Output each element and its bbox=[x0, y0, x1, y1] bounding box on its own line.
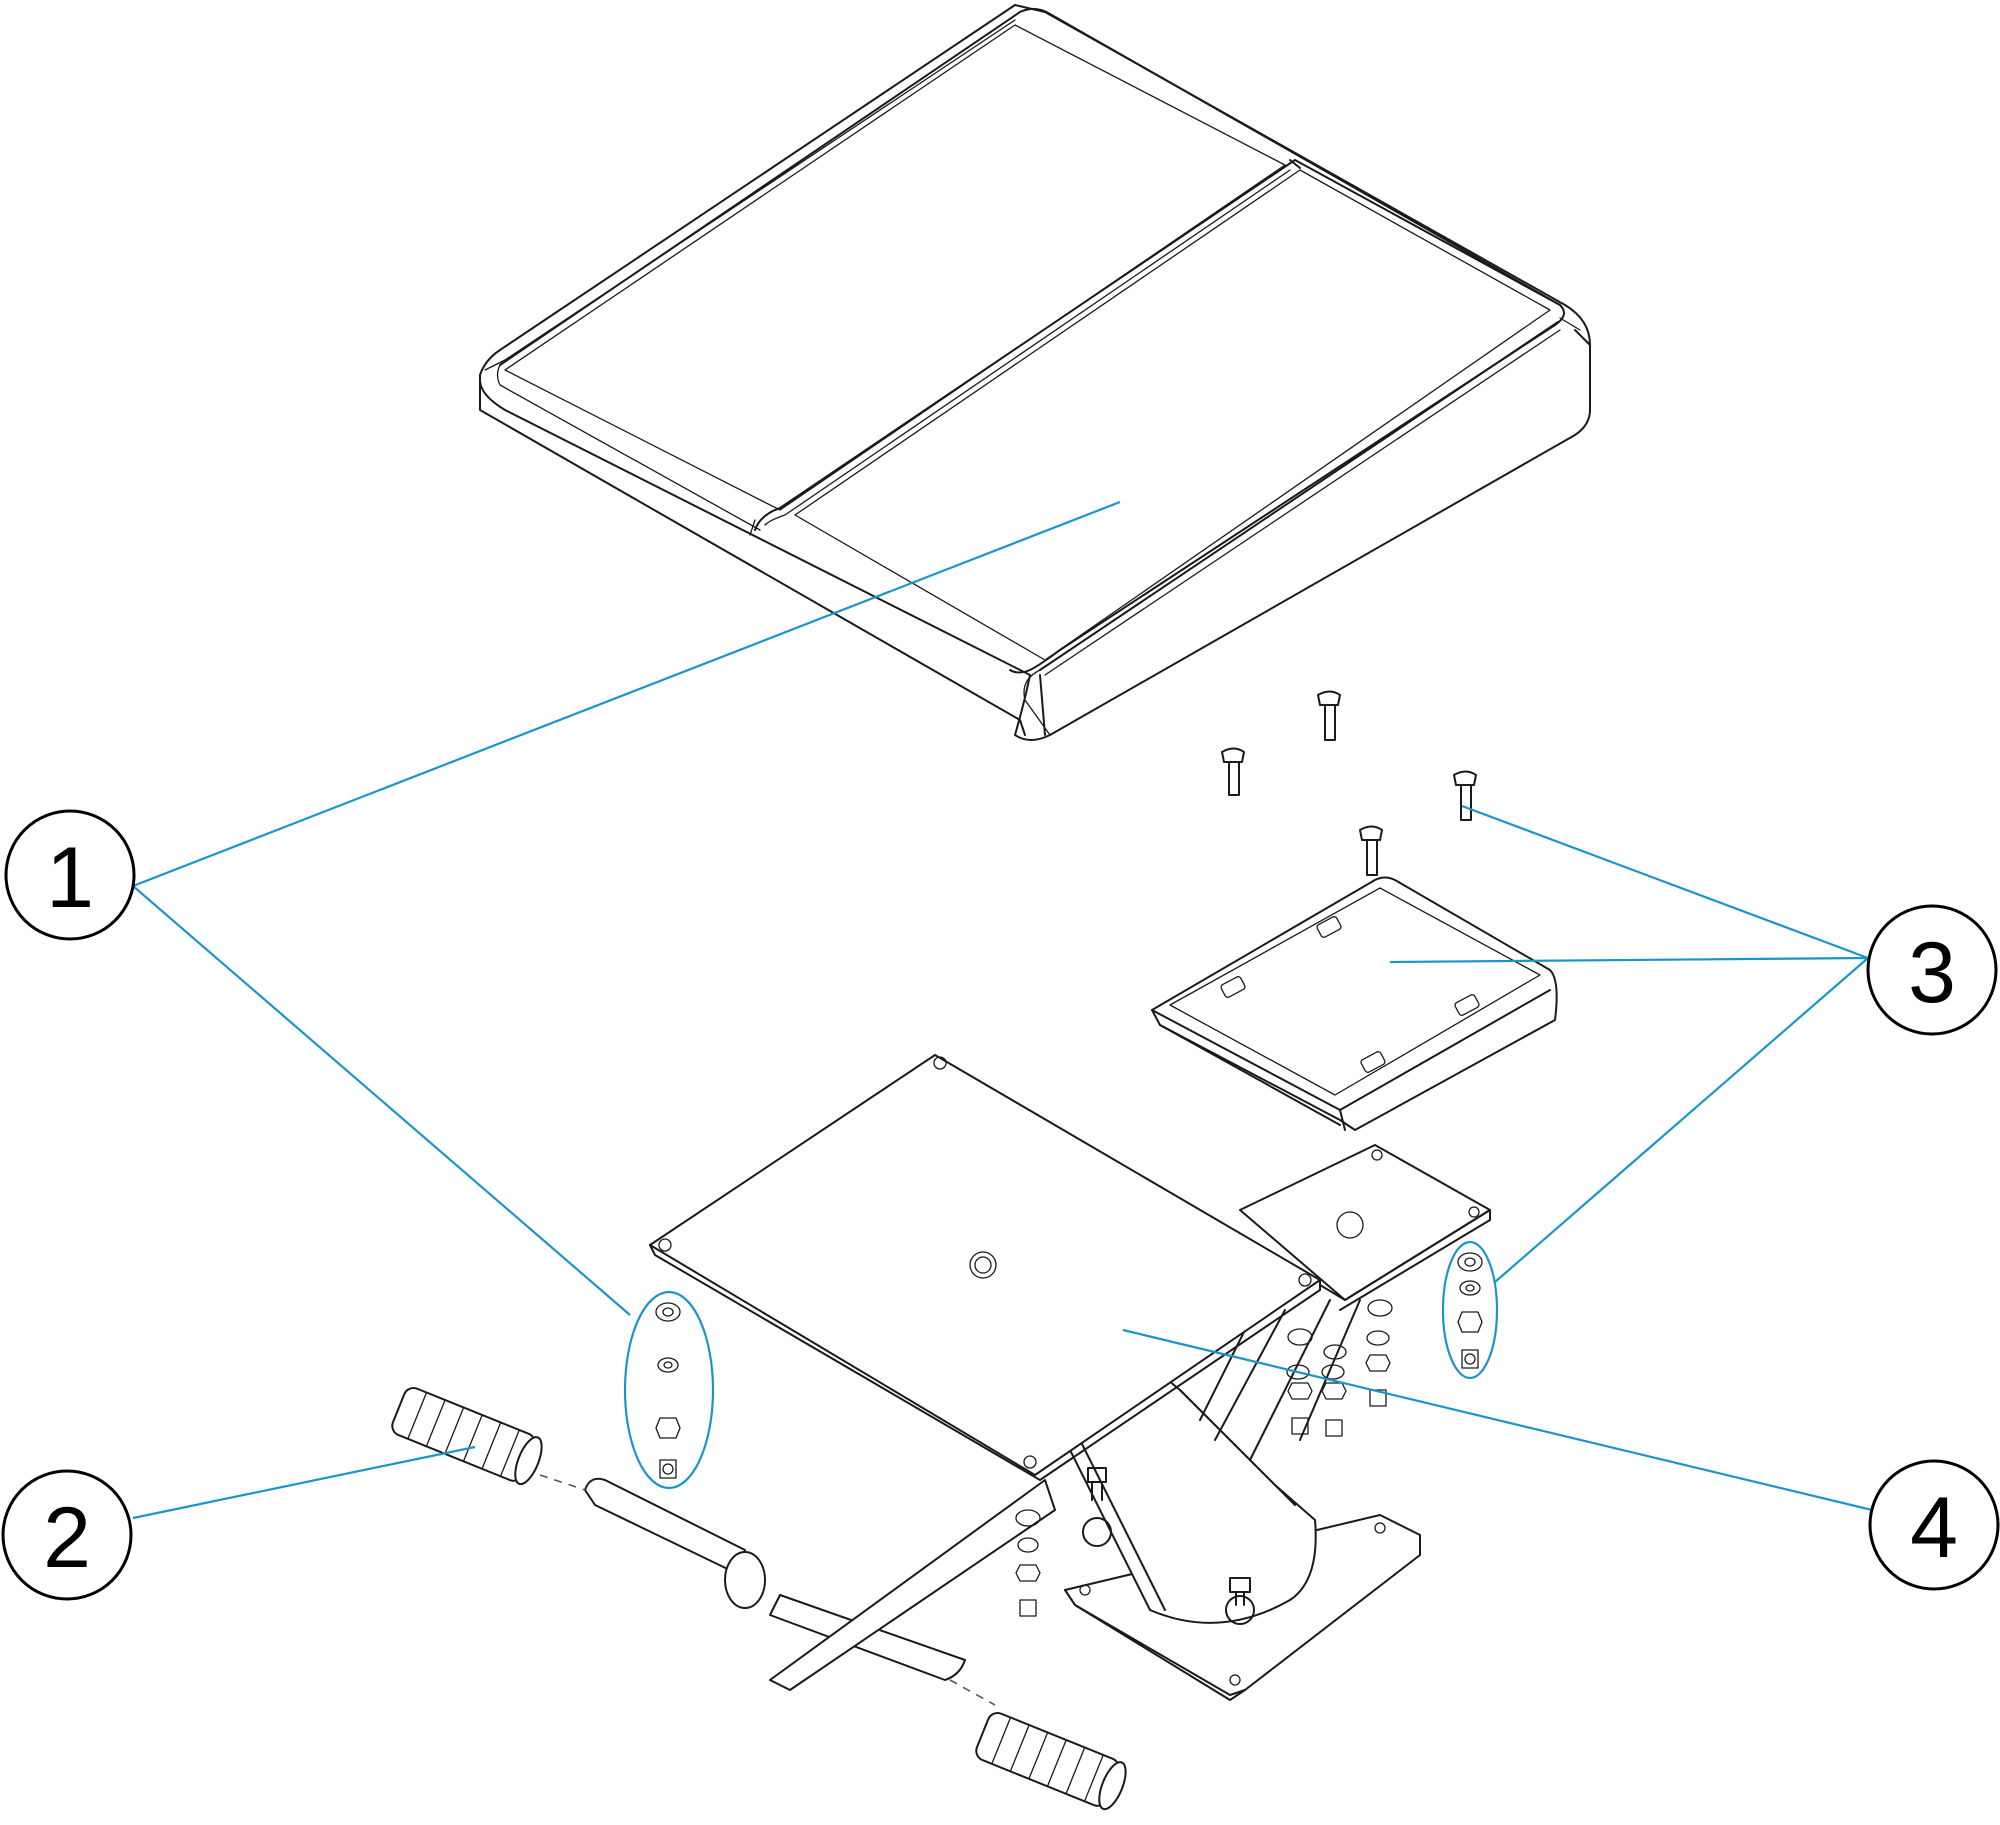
seat-mount-bracket bbox=[1151, 876, 1558, 1131]
base-frame bbox=[584, 1054, 1491, 1701]
callout-1: 1 bbox=[4, 809, 136, 941]
seat-cushion bbox=[479, 4, 1591, 741]
callout-4: 4 bbox=[1868, 1459, 2000, 1591]
callout-3-label: 3 bbox=[1908, 925, 1956, 1021]
hardware-washers-nuts bbox=[655, 1252, 1483, 1617]
foot-peg-grips bbox=[391, 1387, 1127, 1811]
callout-1-label: 1 bbox=[46, 830, 94, 926]
callout-2: 2 bbox=[1, 1469, 133, 1601]
carriage-bolts bbox=[1221, 690, 1477, 876]
callout-2-label: 2 bbox=[43, 1490, 91, 1586]
callout-3: 3 bbox=[1866, 904, 1998, 1036]
callout-4-label: 4 bbox=[1910, 1480, 1958, 1576]
leader-lines bbox=[132, 500, 1873, 1520]
